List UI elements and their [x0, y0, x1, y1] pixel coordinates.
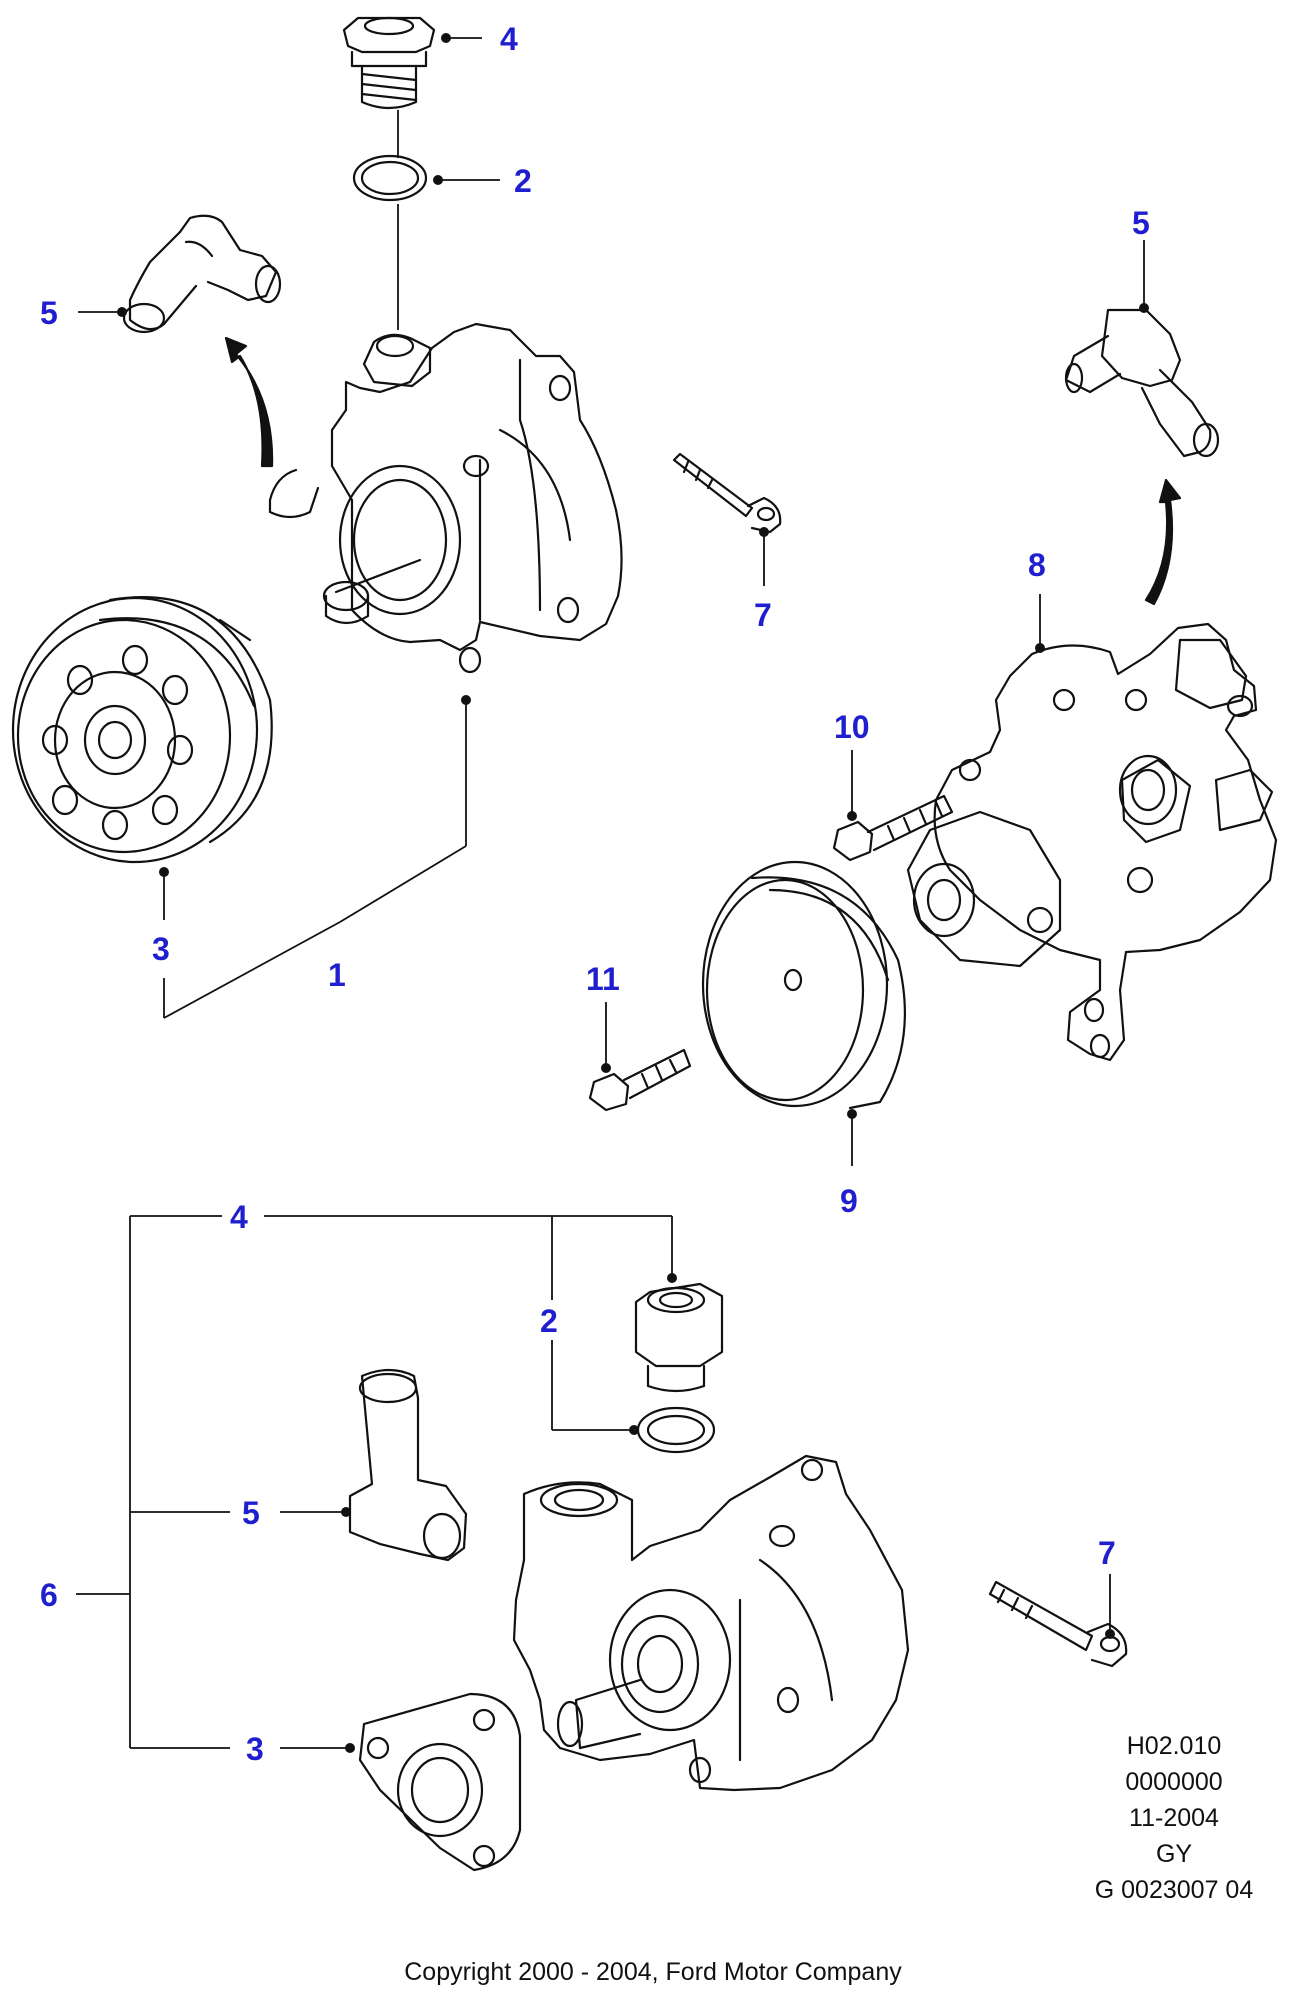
elbow-connector-icon[interactable]: [348, 1368, 468, 1562]
callout-4-top: 4: [500, 21, 518, 57]
callout-3-lower: 3: [246, 1731, 264, 1767]
curved-arrow-icon: [224, 336, 274, 468]
copyright-notice: Copyright 2000 - 2004, Ford Motor Compan…: [404, 1958, 902, 1986]
bolt-icon[interactable]: [588, 1048, 692, 1112]
drawing-metadata: H02.010 0000000 11-2004 GY G 0023007 04: [1064, 1728, 1284, 1908]
pulley-icon[interactable]: [701, 860, 906, 1110]
callout-labels: 4 2 5 5 7 8 10 3 1 11 9 4 2 5 6 3 7: [40, 21, 1150, 1767]
drawing-number: 0000000: [1125, 1768, 1223, 1796]
curved-arrow-icon: [1144, 478, 1182, 606]
o-ring-icon[interactable]: [636, 1406, 716, 1454]
callout-5-lower: 5: [242, 1495, 260, 1531]
drawing-date: 11-2004: [1129, 1804, 1219, 1832]
callout-11: 11: [586, 961, 620, 997]
callout-7-upper: 7: [754, 597, 772, 633]
drawing-code: H02.010: [1126, 1732, 1222, 1760]
pump-icon[interactable]: [218, 322, 623, 674]
pulley-icon[interactable]: [11, 596, 273, 864]
callout-4-lower: 4: [230, 1199, 248, 1235]
callout-5-right: 5: [1132, 205, 1150, 241]
bolt-icon[interactable]: [832, 794, 954, 862]
pump-icon[interactable]: [933, 622, 1278, 1062]
elbow-connector-icon[interactable]: [1064, 308, 1220, 458]
union-fitting-icon[interactable]: [342, 16, 436, 110]
callout-2-lower: 2: [540, 1303, 558, 1339]
callout-2-top: 2: [514, 163, 532, 199]
callout-7-lower: 7: [1098, 1535, 1116, 1571]
flange-plate-icon[interactable]: [358, 1692, 522, 1872]
callout-1: 1: [328, 957, 346, 993]
callout-5-left: 5: [40, 295, 58, 331]
elbow-connector-icon[interactable]: [122, 214, 282, 334]
union-fitting-icon[interactable]: [634, 1282, 724, 1393]
o-ring-icon[interactable]: [352, 154, 428, 202]
callout-6: 6: [40, 1577, 58, 1613]
callout-3-upper: 3: [152, 931, 170, 967]
bolt-icon[interactable]: [672, 452, 782, 534]
drawing-reference: G 0023007 04: [1094, 1876, 1254, 1904]
leader-lines: [76, 33, 1149, 1753]
callout-9: 9: [840, 1183, 858, 1219]
bolt-icon[interactable]: [988, 1580, 1128, 1668]
pump-icon[interactable]: [906, 810, 1062, 968]
callout-8: 8: [1028, 547, 1046, 583]
callout-10: 10: [834, 709, 870, 745]
drawing-region: GY: [1155, 1840, 1193, 1868]
pump-icon[interactable]: [512, 1454, 910, 1792]
